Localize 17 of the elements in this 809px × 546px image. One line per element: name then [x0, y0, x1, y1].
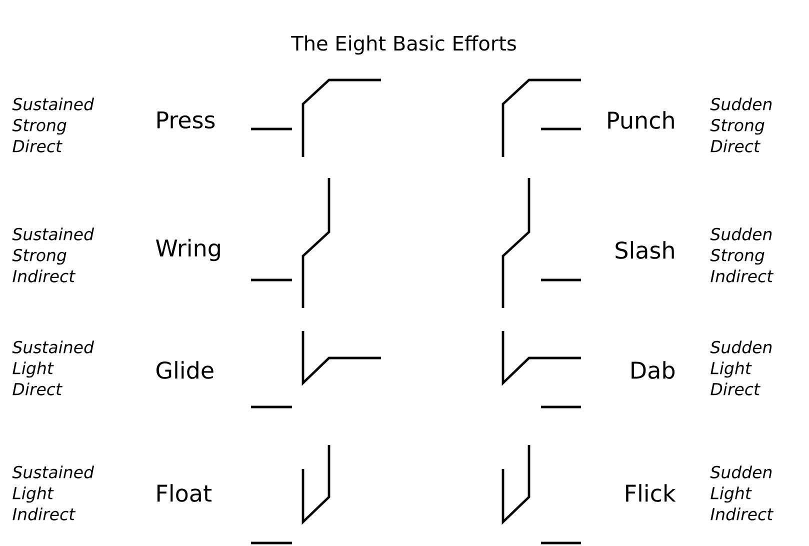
effort-qualities-text: Sudden Light Direct [710, 340, 772, 396]
effort-name: Glide [156, 361, 214, 379]
title: The Eight Basic Efforts [291, 35, 516, 55]
effort-qualities-text: Sustained Light Indirect [12, 466, 94, 520]
effort-qualities-text: Sudden Strong Direct [710, 98, 772, 152]
effort-name: Press [157, 111, 215, 129]
effort-qualities-text: Sustained Strong Indirect [12, 228, 94, 282]
effort-qualities-text: Sustained Strong Direct [12, 98, 94, 152]
effort-qualities-text: Sustained Light Direct [12, 340, 94, 396]
effort-name: Punch [608, 111, 674, 129]
effort-qualities-text: Sudden Light Indirect [710, 466, 774, 520]
effort-name: Float [157, 484, 212, 502]
effort-name: Slash [616, 241, 674, 259]
effort-name: Flick [626, 484, 676, 502]
effort-name: Wring [156, 238, 220, 262]
effort-name: Dab [632, 361, 675, 379]
effort-qualities-text: Sudden Strong Indirect [710, 228, 774, 282]
